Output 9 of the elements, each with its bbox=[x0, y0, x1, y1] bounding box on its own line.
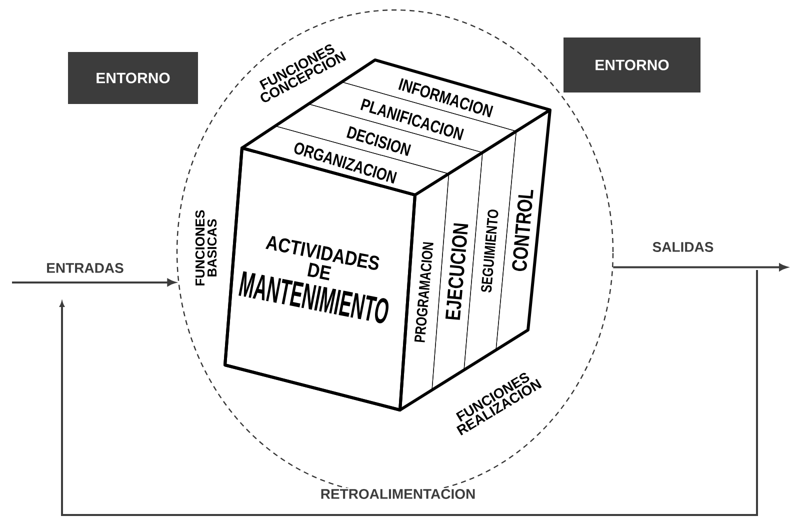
environment-box: ENTORNO bbox=[564, 38, 700, 92]
environment-box: ENTORNO bbox=[68, 52, 198, 104]
node-label: PROGRAMACION bbox=[414, 242, 434, 342]
arrow bbox=[12, 278, 176, 286]
edge-label: SALIDAS bbox=[652, 242, 714, 252]
edge-label: ENTRADAS bbox=[47, 263, 124, 273]
feedback-label: RETROALIMENTACION bbox=[319, 488, 477, 500]
function-label: FUNCIONES BASICAS bbox=[195, 210, 217, 286]
arrow bbox=[613, 264, 788, 271]
